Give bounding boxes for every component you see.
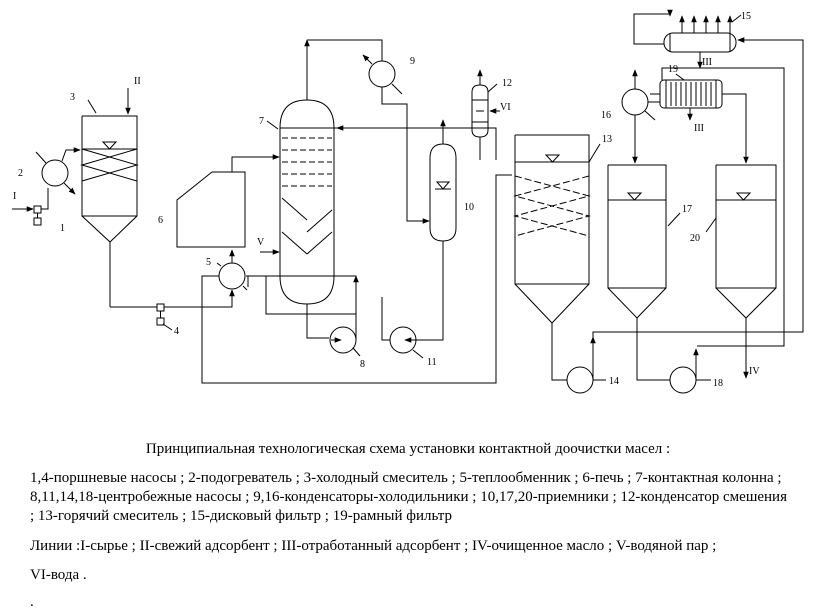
label-8: 8 [360,359,365,370]
label-14: 14 [609,376,619,387]
label-2: 2 [18,168,23,179]
label-9: 9 [410,56,415,67]
caption-title: Принципиальная технологическая схема уст… [145,441,671,457]
centrifugal-pump-11 [381,297,424,359]
label-11: 11 [427,357,437,368]
label-4: 4 [174,326,179,337]
label-line-III-b: III [694,123,704,134]
frame-filter-19 [650,67,785,347]
furnace-6 [176,154,280,248]
heat-exchanger-5 [201,174,512,384]
receiver-17 [607,164,681,381]
caption-lines-legend-1: Линии :I-сырье ; II-свежий адсорбент ; I… [30,538,717,554]
process-flow-diagram: I 1 2 3 II 4 5 [12,9,804,394]
label-20: 20 [690,233,700,244]
label-15: 15 [741,11,751,22]
label-10: 10 [464,202,474,213]
feed-line-I [12,188,49,212]
piston-pump-4 [110,289,235,331]
label-13: 13 [602,134,612,145]
label-17: 17 [682,204,692,215]
label-7: 7 [259,116,264,127]
receiver-20 [705,164,777,379]
label-3: 3 [70,92,75,103]
label-5: 5 [206,257,211,268]
label-12: 12 [502,78,512,89]
centrifugal-pump-8 [246,275,361,357]
label-line-III-a: III [702,57,712,68]
label-line-VI: VI [500,102,511,113]
cold-mixer-3 [80,99,139,307]
label-19: 19 [668,64,678,75]
caption-lines-legend-2: VI-вода . [30,567,87,583]
label-16: 16 [601,110,611,121]
label-line-V: V [257,237,265,248]
caption-trailing-dot: . [30,594,34,610]
condenser-cooler-9 [307,39,430,224]
centrifugal-pump-14 [566,37,804,394]
label-18: 18 [713,378,723,389]
label-line-II: II [134,76,141,87]
caption-legend: 1,4-поршневые насосы ; 2-подогреватель ;… [30,470,787,524]
label-1: 1 [60,223,65,234]
label-6: 6 [158,215,163,226]
label-line-I: I [13,191,16,202]
label-line-IV: IV [749,366,760,377]
heater-2 [35,147,81,195]
receiver-10 [416,119,457,341]
disc-filter-15 [633,9,742,69]
centrifugal-pump-18 [669,348,711,394]
piston-pump-1 [33,205,42,226]
condenser-cooler-16 [621,69,660,164]
mixing-condenser-12 [471,69,500,160]
hot-mixer-13 [513,134,601,381]
